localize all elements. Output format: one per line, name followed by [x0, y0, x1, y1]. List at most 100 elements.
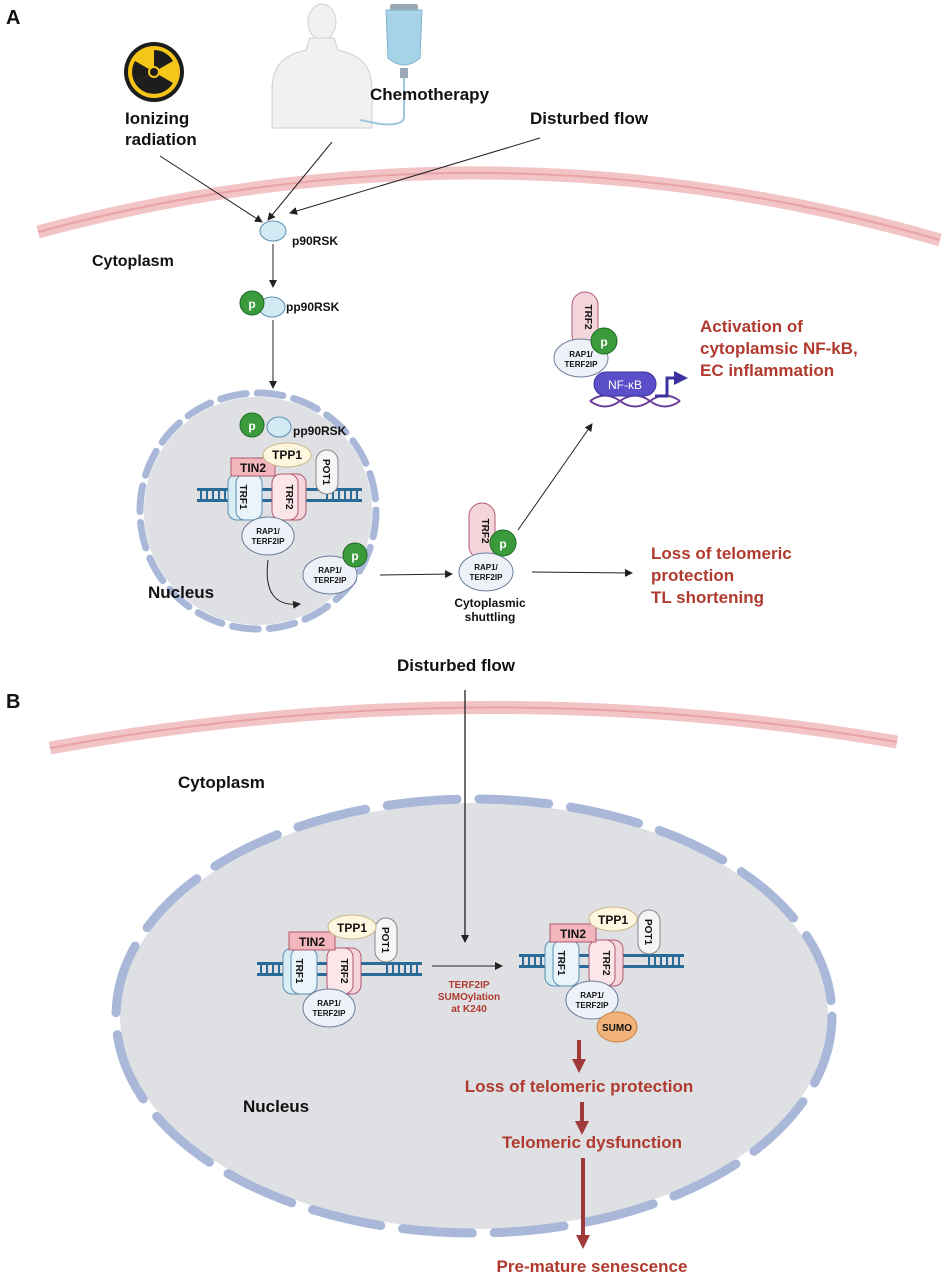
released-rap1-label-2: TERF2IP	[314, 576, 348, 585]
cyto-rap1-label-1: RAP1/	[474, 563, 498, 572]
nfkb-complex	[553, 291, 688, 408]
nuclear-envelope-a	[136, 389, 380, 633]
cyto-rap1	[458, 552, 514, 592]
pp90rsk-label: pp90RSK	[286, 300, 340, 314]
plasma-membrane-b	[48, 700, 899, 755]
nfkb-trf2-label: TRF2	[582, 305, 593, 330]
arrow-export	[379, 570, 453, 579]
phospho-label: p	[248, 297, 255, 311]
nuclear-pp90rsk-label: pp90RSK	[293, 424, 347, 438]
shelterin-complex-b-right	[518, 906, 685, 1043]
nfkb-label: NF-κB	[608, 378, 642, 392]
rap1-label-a-2: TERF2IP	[252, 537, 286, 546]
radiation-label-2: radiation	[125, 130, 197, 149]
outcome-telomere-line2: protection	[651, 566, 734, 585]
rap1-label-b2-2: TERF2IP	[576, 1001, 610, 1010]
nucleus-b	[120, 803, 828, 1229]
rap1-label-b1-2: TERF2IP	[313, 1009, 347, 1018]
outcome-b-2: Telomeric dysfunction	[502, 1133, 682, 1152]
trf1-label-a: TRF1	[237, 485, 248, 510]
arrow-nfkb	[517, 423, 593, 531]
sumo-protein	[596, 1011, 638, 1043]
shuttling-label-2: shuttling	[465, 610, 516, 624]
trf2-label-a: TRF2	[283, 485, 294, 510]
nfkb-rap1-label-1: RAP1/	[569, 350, 593, 359]
rap1-protein-a	[241, 516, 295, 556]
panel-b-letter: B	[6, 691, 20, 713]
released-rap1-label-1: RAP1/	[318, 566, 342, 575]
outcome-telomere-line3: TL shortening	[651, 588, 764, 607]
nuclear-pp90rsk	[266, 416, 292, 438]
patient-icon	[271, 3, 373, 129]
pot1-label-b1: POT1	[379, 927, 390, 954]
nucleus-label-b: Nucleus	[243, 1097, 309, 1116]
released-rap1	[302, 555, 358, 595]
nuclear-envelope-b	[111, 794, 837, 1238]
plasma-membrane-a	[36, 166, 942, 247]
arrow-chemotherapy	[267, 141, 333, 221]
phospho-group	[239, 290, 265, 316]
trf2-label-b1: TRF2	[338, 959, 349, 984]
trf1-label-b1: TRF1	[293, 959, 304, 984]
shelterin-complex-b-left	[256, 914, 423, 1028]
pot1-label-b2: POT1	[642, 919, 653, 946]
rap1-label-b2-1: RAP1/	[580, 991, 604, 1000]
pot1-protein-a	[315, 449, 339, 495]
tin2-label-a: TIN2	[240, 461, 266, 475]
pot1-label-a: POT1	[320, 459, 331, 486]
outcome-b-1: Loss of telomeric protection	[465, 1077, 694, 1096]
radiation-label-1: Ionizing	[125, 109, 189, 128]
cyto-trf2-label: TRF2	[479, 519, 490, 544]
p90rsk-label: p90RSK	[292, 234, 338, 248]
trf2-label-b2: TRF2	[600, 951, 611, 976]
outcome-nfkb-line1: Activation of	[700, 317, 803, 336]
nfkb-phospho	[590, 327, 618, 355]
rap1-label-b1-1: RAP1/	[317, 999, 341, 1008]
tpp1-label-b2: TPP1	[598, 913, 628, 927]
cyto-phospho	[489, 529, 517, 557]
tin2-label-b2: TIN2	[560, 927, 586, 941]
nfkb-protein	[593, 371, 657, 397]
disturbed-flow-label-b: Disturbed flow	[397, 656, 516, 675]
arrow-disturbed-flow	[289, 137, 541, 215]
tin2-label-b1: TIN2	[299, 935, 325, 949]
sumo-label: SUMO	[602, 1023, 632, 1034]
nucleus-label-a: Nucleus	[148, 583, 214, 602]
panel-a-letter: A	[6, 7, 20, 29]
cytoplasm-label-a: Cytoplasm	[92, 253, 174, 270]
trf1-label-b2: TRF1	[555, 951, 566, 976]
outcome-nfkb-line2: cytoplamsic NF-kB,	[700, 339, 858, 358]
radiation-icon	[124, 42, 184, 102]
arrow-telomere-loss	[531, 568, 633, 577]
tpp1-label-a: TPP1	[272, 448, 302, 462]
cyto-phospho-label: p	[499, 537, 506, 551]
iv-bag-icon	[359, 4, 423, 126]
tpp1-protein-a	[262, 442, 312, 468]
outcome-nfkb-line3: EC inflammation	[700, 361, 834, 380]
nfkb-rap1-label-2: TERF2IP	[565, 360, 599, 369]
tin2-protein-a	[230, 457, 276, 477]
released-rap1-phospho-label: p	[351, 549, 358, 563]
cytoplasm-label-b: Cytoplasm	[178, 773, 265, 792]
sumoylation-label-2: SUMOylation	[438, 992, 500, 1003]
nfkb-phospho-label: p	[600, 335, 607, 349]
outcome-b-3: Pre-mature senescence	[497, 1257, 688, 1276]
tpp1-label-b1: TPP1	[337, 921, 367, 935]
nuclear-phospho-label: p	[248, 419, 255, 433]
disturbed-flow-label-a: Disturbed flow	[530, 109, 649, 128]
p90rsk-protein	[259, 220, 287, 242]
released-rap1-phospho	[342, 542, 368, 568]
arrow-radiation	[159, 155, 263, 223]
chemotherapy-label: Chemotherapy	[370, 85, 490, 104]
nuclear-phospho-group	[239, 412, 265, 438]
transcription-arrow-icon	[674, 371, 688, 385]
shuttling-label-1: Cytoplasmic	[454, 596, 526, 610]
sumoylation-label-3: at K240	[451, 1004, 487, 1015]
sumoylation-label-1: TERF2IP	[448, 980, 489, 991]
arrow-rap1-release	[266, 559, 301, 609]
outcome-telomere-line1: Loss of telomeric	[651, 544, 792, 563]
rap1-label-a-1: RAP1/	[256, 527, 280, 536]
shelterin-complex-a	[196, 442, 363, 556]
cyto-rap1-label-2: TERF2IP	[470, 573, 504, 582]
